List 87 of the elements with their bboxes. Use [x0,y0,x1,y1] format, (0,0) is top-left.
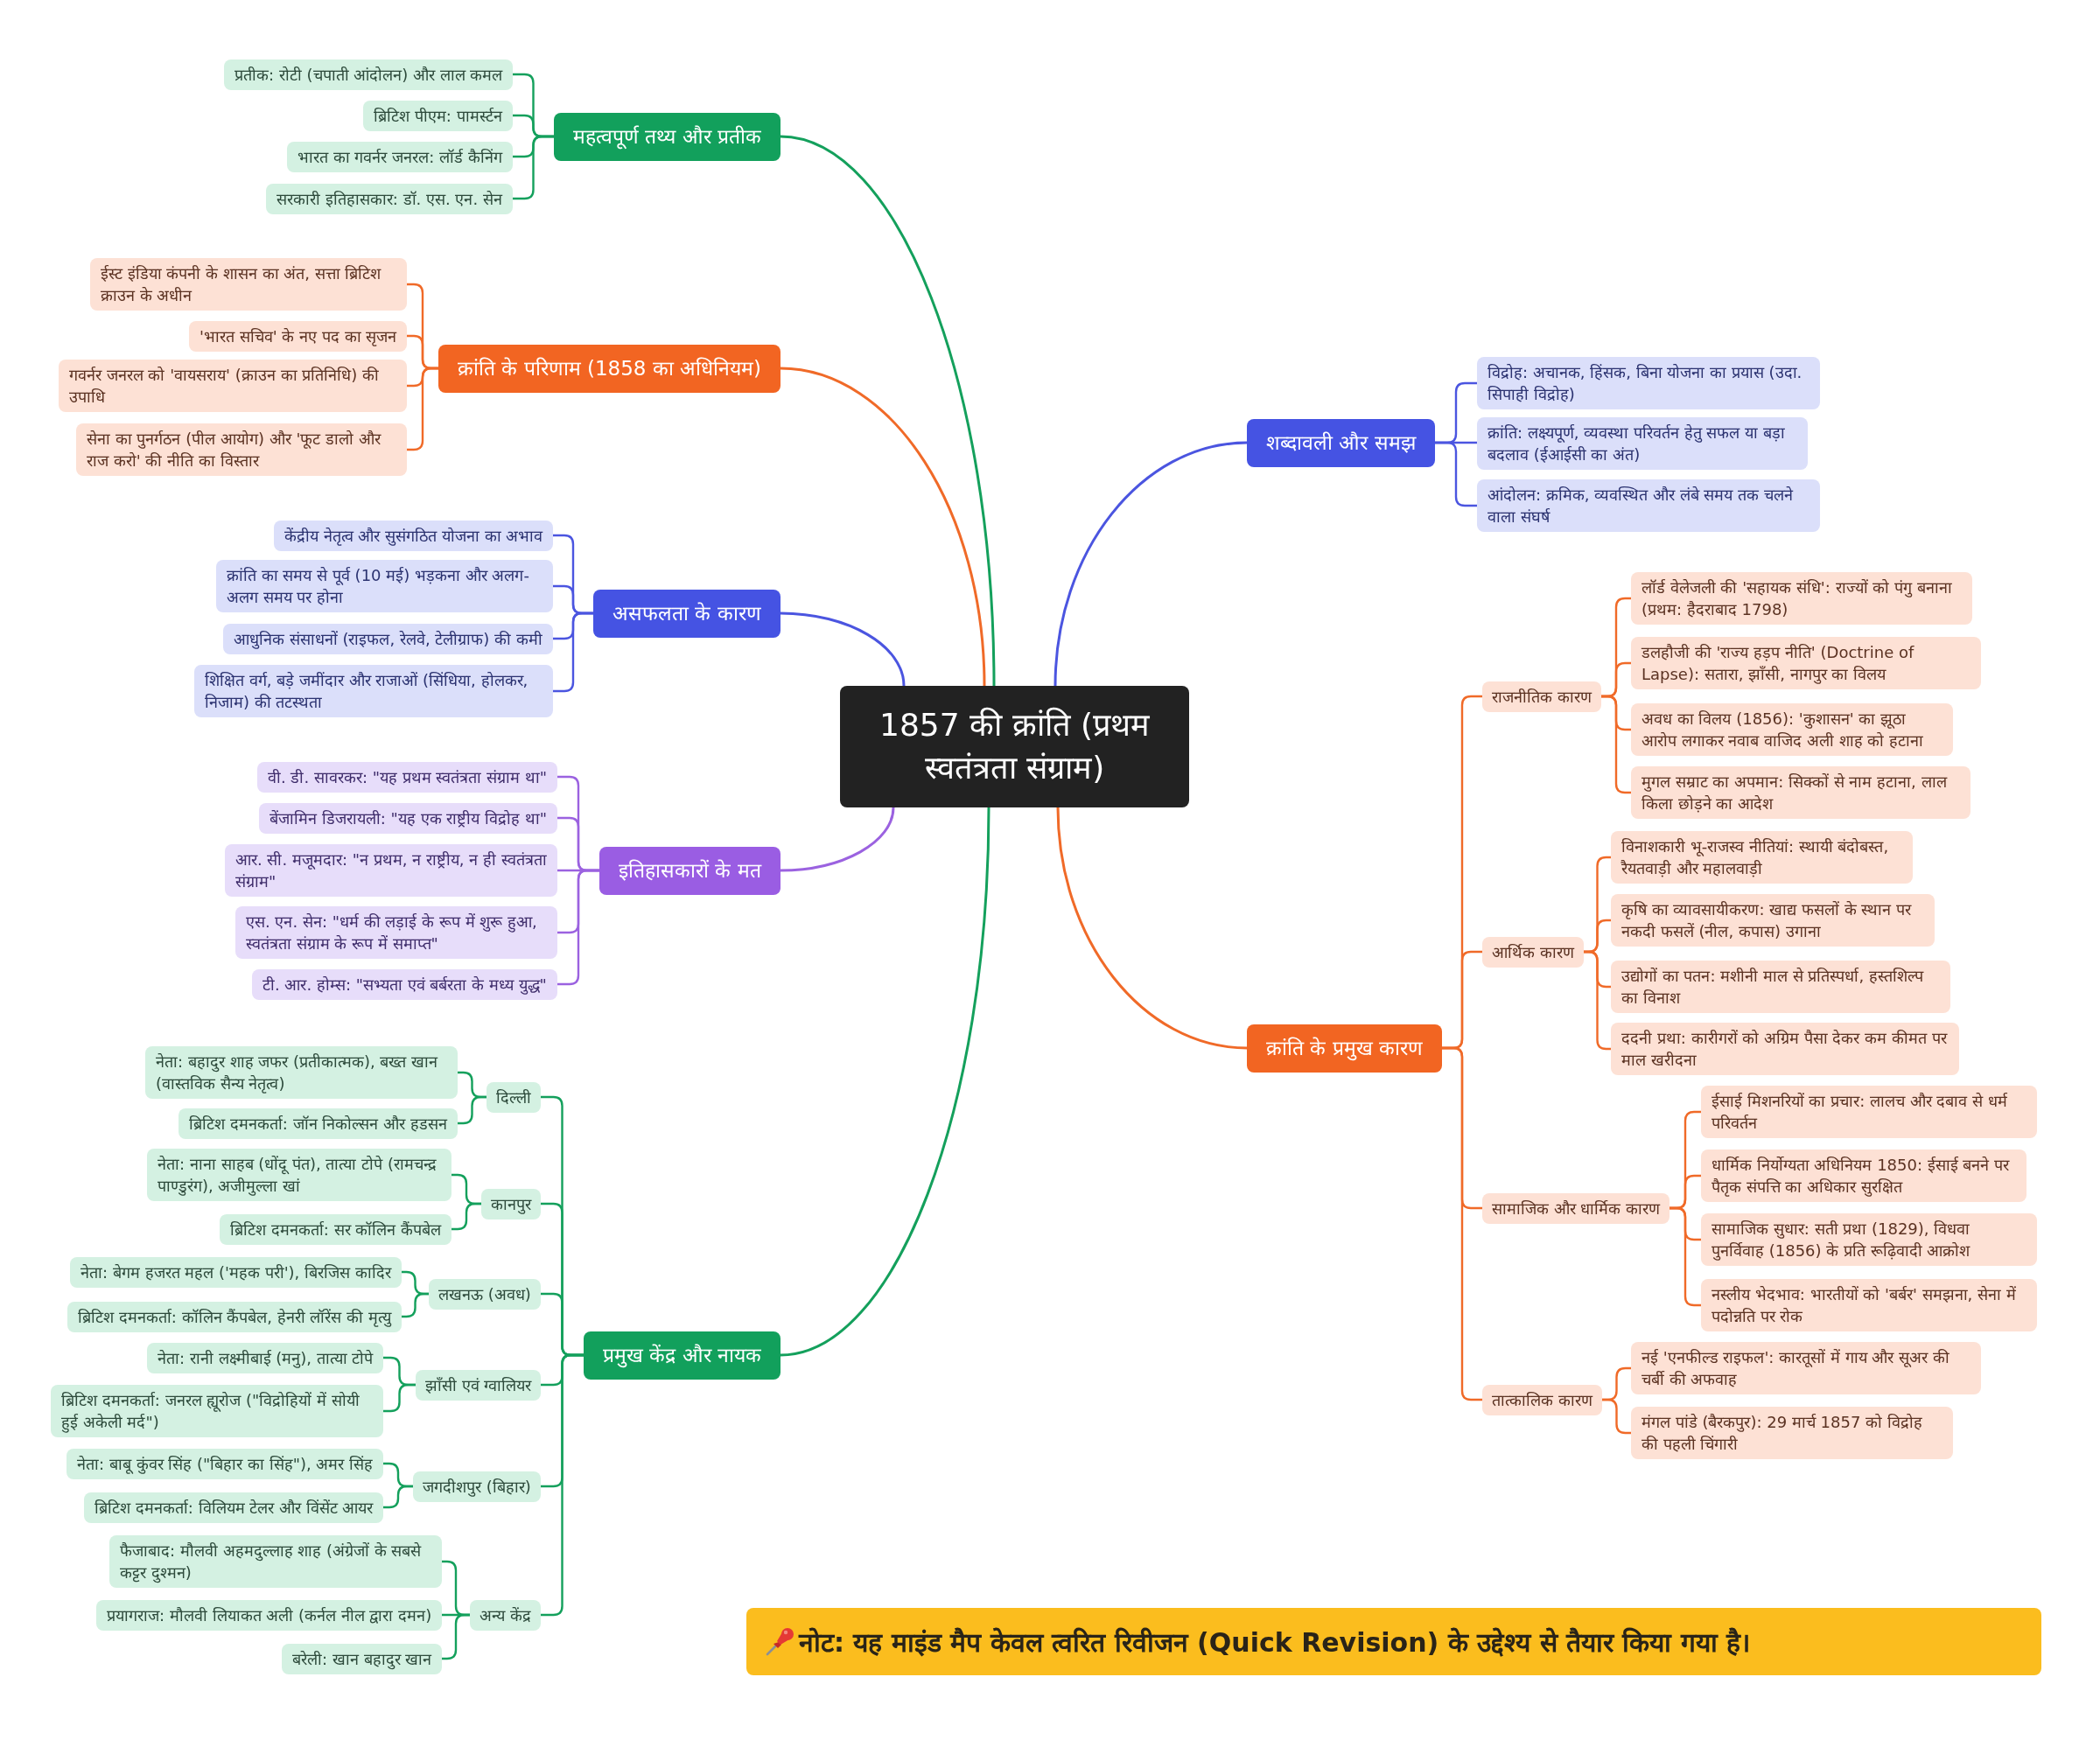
connector-line [1056,806,1249,1050]
branch-topic-box: प्रमुख केंद्र और नायक [584,1331,780,1380]
detail-box: 'भारत सचिव' के नए पद का सृजन [189,320,408,352]
connector-line [539,1353,585,1617]
connector-line [779,806,895,872]
connector-line [551,611,595,693]
connector-line [1582,950,1613,1051]
detail-box: आधुनिक संसाधनों (राइफल, रेलवे, टेलीग्राफ) की कमी [223,623,553,654]
branch-topic-box: क्रांति के प्रमुख कारण [1247,1024,1442,1073]
connector-line [779,611,906,688]
detail-box: नेता: बेगम हजरत महल ('महक परी'), बिरजिस कादिर [70,1256,402,1288]
detail-box: नस्लीय भेदभाव: भारतीयों को 'बर्बर' समझना, सेना में पदोन्नति पर रोक [1701,1279,2037,1331]
central-topic-box: 1857 की क्रांति (प्रथम स्वतंत्रता संग्राम) [840,686,1189,807]
detail-box: ब्रिटिश दमनकर्ता: सर कॉलिन कैंपबेल [220,1213,452,1245]
detail-box: सरकारी इतिहासकार: डॉ. एस. एन. सेन [266,183,513,214]
subtopic-box: लखनऊ (अवध) [429,1278,541,1310]
detail-box: मुगल सम्राट का अपमान: सिक्कों से नाम हटाना, लाल किला छोड़ने का आदेश [1631,766,1970,819]
detail-box: प्रयागराज: मौलवी लियाकत अली (कर्नल नील द्वारा दमन) [96,1599,443,1631]
detail-box: सेना का पुनर्गठन (पील आयोग) और 'फूट डालो और राज करो' की नीति का विस्तार [76,423,407,476]
connector-line [779,135,996,688]
connector-line [1600,1398,1633,1435]
detail-box: फैजाबाद: मौलवी अहमदुल्लाह शाह (अंग्रेजों के सबसे कट्टर दुश्मन) [109,1535,442,1588]
detail-box: केंद्रीय नेतृत्व और सुसंगठित योजना का अभाव [274,520,554,551]
connector-line [400,1292,430,1318]
subtopic-box: राजनीतिक कारण [1482,681,1601,712]
subtopic-box: सामाजिक और धार्मिक कारण [1482,1192,1670,1224]
detail-box: ब्रिटिश दमनकर्ता: जनरल ह्यूरोज ("विद्रोहियों में सोयी हुई अकेली मर्द") [51,1385,383,1437]
detail-box: ईसाई मिशनरियों का प्रचार: लालच और दबाव से धर्म परिवर्तन [1701,1086,2037,1138]
detail-box: उद्योगों का पतन: मशीनी माल से प्रतिस्पर्धा, हस्तशिल्प का विनाश [1611,961,1950,1013]
detail-box: आंदोलन: क्रमिक, व्यवस्थित और लंबे समय तक चलने वाला संघर्ष [1477,479,1820,532]
detail-box: बेंजामिन डिजरायली: "यह एक राष्ट्रीय विद्रोह था" [259,802,557,834]
detail-box: विद्रोह: अचानक, हिंसक, बिना योजना का प्रयास (उदा. सिपाही विद्रोह) [1477,357,1820,409]
connector-line [779,806,990,1357]
detail-box: टी. आर. होम्स: "सभ्यता एवं बर्बरता के मध्य युद्ध" [252,968,557,1000]
detail-box: ईस्ट इंडिया कंपनी के शासन का अंत, सत्ता ब्रिटिश क्राउन के अधीन [90,258,407,311]
detail-box: ब्रिटिश दमनकर्ता: कॉलिन कैंपबेल, हेनरी लॉरेंस की मृत्यु [67,1301,402,1332]
detail-box: क्रांति का समय से पूर्व (10 मई) भड़कना और अलग-अलग समय पर होना [216,560,553,612]
branch-topic-box: महत्वपूर्ण तथ्य और प्रतीक [554,112,780,161]
connector-line [511,135,556,200]
note-banner [746,1607,2041,1675]
detail-box: डलहौजी की 'राज्य हड़प नीति' (Doctrine of Lapse): सतारा, झाँसी, नागपुर का विलय [1631,637,1981,689]
connector-line [456,1095,488,1125]
subtopic-box: अन्य केंद्र [470,1599,541,1631]
subtopic-box: कानपुर [481,1188,541,1219]
detail-box: नेता: नाना साहब (धोंदू पंत), तात्या टोपे (रामचन्द्र पाण्डुरंग), अजीमुल्ला खां [147,1149,452,1201]
subtopic-box: जगदीशपुर (बिहार) [413,1471,541,1502]
branch-topic-box: असफलता के कारण [593,589,780,638]
branch-topic-box: शब्दावली और समझ [1247,418,1435,467]
connector-line [405,367,440,451]
connector-line [1054,441,1249,688]
detail-box: अवध का विलय (1856): 'कुशासन' का झूठा आरोप लगाकर नवाब वाजिद अली शाह को हटाना [1631,703,1953,756]
note-text: नोट: यह माइंड मैप केवल त्वरित रिवीजन (Quick Revision) के उद्देश्य से तैयार किया गया है। [799,1625,1751,1660]
detail-box: ब्रिटिश पीएम: पामर्स्टन [363,100,513,131]
connector-line [1600,695,1633,794]
branch-topic-box: इतिहासकारों के मत [599,846,780,895]
detail-box: आर. सी. मजूमदार: "न प्रथम, न राष्ट्रीय, न ही स्वतंत्रता संग्राम" [225,844,557,897]
detail-box: सामाजिक सुधार: सती प्रथा (1829), विधवा पुनर्विवाह (1856) के प्रति रूढ़िवादी आक्रोश [1701,1213,2037,1266]
detail-box: क्रांति: लक्ष्यपूर्ण, व्यवस्था परिवर्तन हेतु सफल या बड़ा बदलाव (ईआईसी का अंत) [1477,417,1808,470]
detail-box: भारत का गवर्नर जनरल: लॉर्ड कैनिंग [287,141,513,172]
detail-box: मंगल पांडे (बैरकपुर): 29 मार्च 1857 को विद्रोह की पहली चिंगारी [1631,1407,1953,1459]
subtopic-box: दिल्ली [486,1081,541,1113]
detail-box: धार्मिक निर्योग्यता अधिनियम 1850: ईसाई बनने पर पैतृक संपत्ति का अधिकार सुरक्षित [1701,1150,2026,1202]
detail-box: विनाशकारी भू-राजस्व नीतियां: स्थायी बंदोबस्त, रैयतवाड़ी और महालवाड़ी [1611,831,1913,884]
detail-box: लॉर्ड वेलेजली की 'सहायक संधि': राज्यों को पंगु बनाना (प्रथम: हैदराबाद 1798) [1631,572,1972,625]
detail-box: ब्रिटिश दमनकर्ता: जॉन निकोल्सन और हडसन [178,1108,458,1139]
subtopic-box: झाँसी एवं ग्वालियर [416,1369,542,1401]
detail-box: नेता: बहादुर शाह जफर (प्रतीकात्मक), बख्त खान (वास्तविक सैन्य नेतृत्व) [145,1046,458,1099]
detail-box: वी. डी. सावरकर: "यह प्रथम स्वतंत्रता संग्राम था" [257,761,558,793]
detail-box: शिक्षित वर्ग, बड़े जमींदार और राजाओं (सिंधिया, होलकर, निजाम) की तटस्थता [194,665,553,717]
detail-box: ददनी प्रथा: कारीगरों को अग्रिम पैसा देकर कम कीमत पर माल खरीदना [1611,1023,1959,1075]
branch-topic-box: क्रांति के परिणाम (1858 का अधिनियम) [438,344,781,393]
detail-box: गवर्नर जनरल को 'वायसराय' (क्राउन का प्रतिनिधि) की उपाधि [59,360,407,412]
connector-line [1440,1046,1484,1401]
detail-box: एस. एन. सेन: "धर्म की लड़ाई के रूप में शुरू हुआ, स्वतंत्रता संग्राम के रूप में समाप्त" [235,906,557,959]
detail-box: ब्रिटिश दमनकर्ता: विलियम टेलर और विंसेंट आयर [84,1492,384,1523]
connector-line [450,1202,483,1231]
connector-line [382,1383,417,1413]
connector-line [556,869,601,986]
detail-box: कृषि का व्यावसायीकरण: खाद्य फसलों के स्थान पर नकदी फसलें (नील, कपास) उगाना [1611,894,1935,947]
detail-box: प्रतीक: रोटी (चपाती आंदोलन) और लाल कमल [224,59,514,90]
detail-box: नई 'एनफील्ड राइफल': कारतूसों में गाय और सूअर की चर्बी की अफवाह [1631,1342,1981,1394]
connector-line [1433,441,1479,507]
subtopic-box: आर्थिक कारण [1482,936,1584,968]
subtopic-box: तात्कालिक कारण [1482,1384,1602,1415]
detail-box: नेता: रानी लक्ष्मीबाई (मनु), तात्या टोपे [147,1342,384,1373]
detail-box: नेता: बाबू कुंवर सिंह ("बिहार का सिंह"), अमर सिंह [66,1448,384,1479]
detail-box: बरेली: खान बहादुर खान [282,1643,443,1674]
